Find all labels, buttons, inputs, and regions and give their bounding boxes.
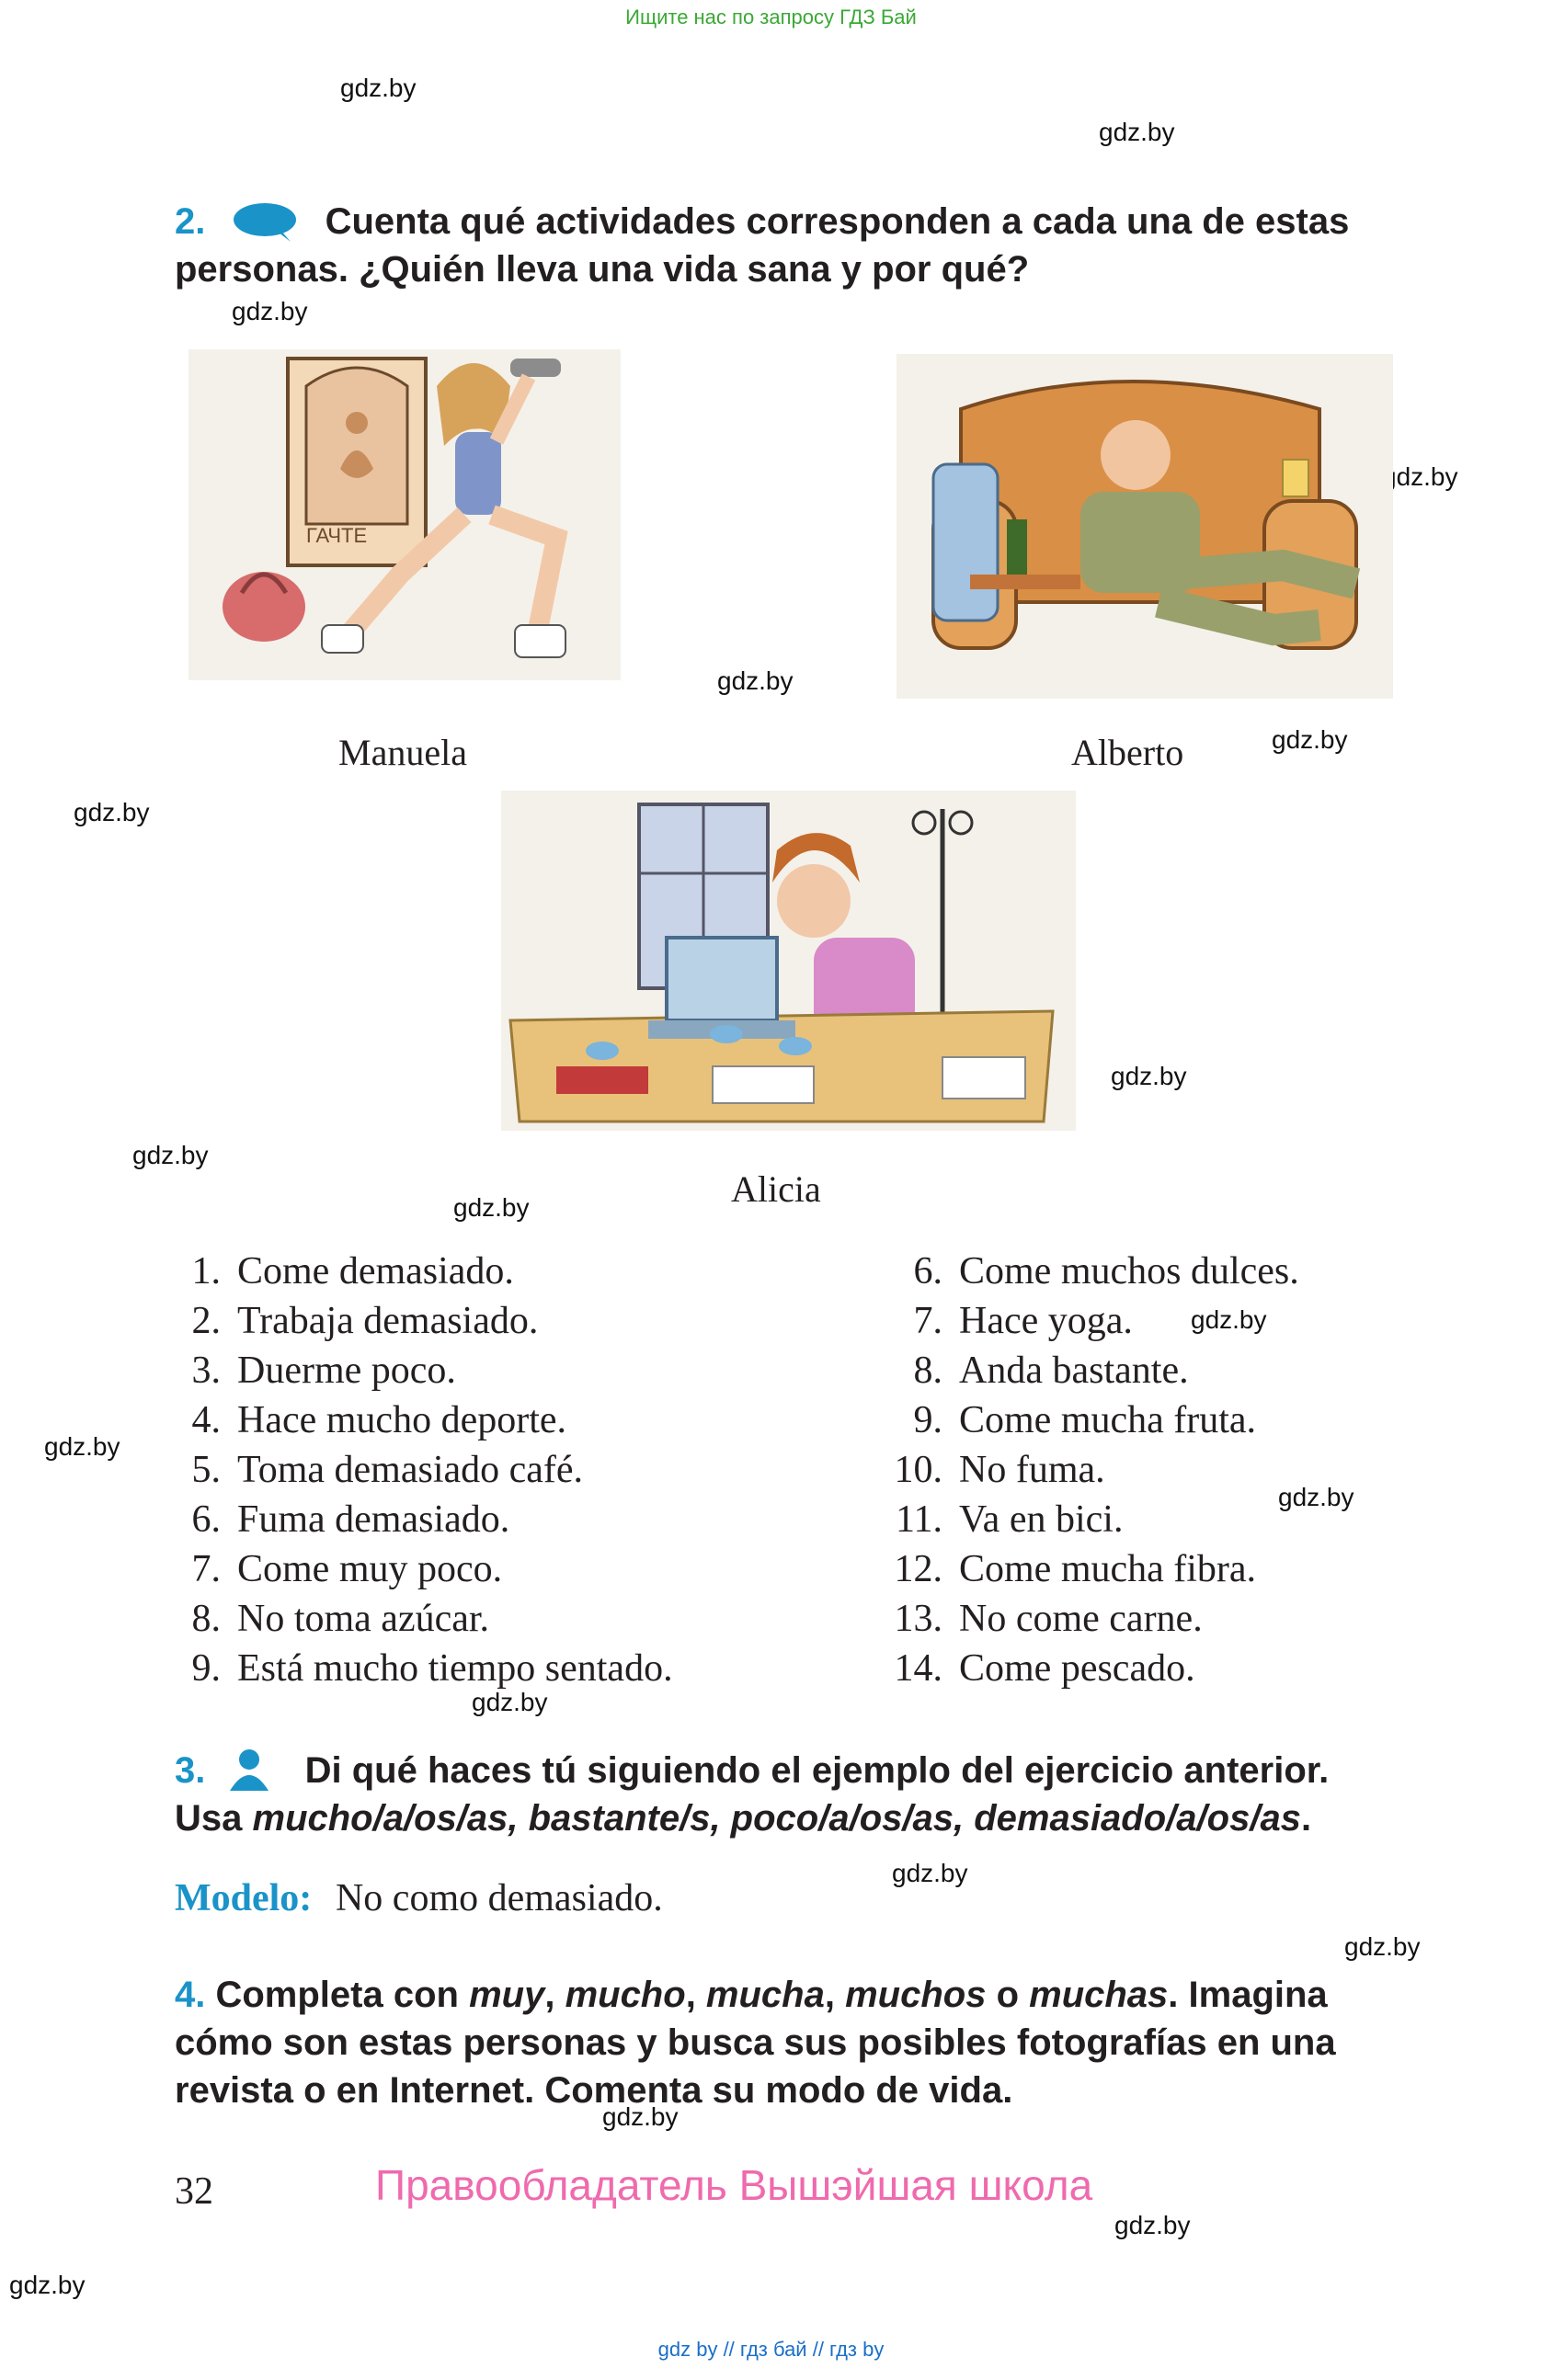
caption-alicia: Alicia bbox=[731, 1168, 821, 1210]
watermark: gdz.by bbox=[717, 666, 794, 695]
watermark: gdz.by bbox=[1272, 725, 1348, 754]
list-item: 6.Fuma demasiado. bbox=[191, 1498, 510, 1541]
task-instruction: Cuenta qué actividades corresponden a ca… bbox=[175, 201, 1350, 290]
speech-bubble-icon bbox=[232, 201, 297, 242]
list-item: 11.Va en bici. bbox=[896, 1498, 1124, 1541]
list-item: 8.Anda bastante. bbox=[913, 1349, 1189, 1392]
list-item: 9.Come mucha fruta. bbox=[913, 1399, 1257, 1441]
watermark: gdz.by bbox=[44, 1432, 120, 1461]
list-item: 8.No toma azúcar. bbox=[191, 1598, 490, 1640]
word-list: mucho/a/os/as, bastante/s, poco/a/os/as,… bbox=[252, 1798, 1301, 1839]
activities-list-left: 1.Come demasiado. 2.Trabaja demasiado. 3… bbox=[156, 1247, 673, 1693]
watermark: gdz.by bbox=[892, 1859, 968, 1887]
page-number: 32 bbox=[175, 2170, 213, 2213]
task-instruction: Di qué haces tú siguiendo el ejemplo del… bbox=[304, 1750, 1330, 1791]
list-item: 2.Trabaja demasiado. bbox=[191, 1300, 539, 1342]
watermark: gdz.by bbox=[132, 1141, 209, 1169]
activities-list-right: 6.Come muchos dulces. 7.Hace yoga. 8.And… bbox=[878, 1247, 1299, 1693]
list-item: 10.No fuma. bbox=[894, 1449, 1105, 1491]
list-item: 1.Come demasiado. bbox=[191, 1250, 514, 1292]
list-item: 4.Hace mucho deporte. bbox=[191, 1399, 567, 1441]
watermark: gdz.by bbox=[1382, 462, 1458, 491]
task-number: 4. bbox=[175, 1975, 206, 2015]
watermark: gdz.by bbox=[9, 2271, 86, 2299]
manuela-illustration: ГАЧТЕ bbox=[188, 331, 621, 694]
alicia-illustration bbox=[501, 791, 1076, 1131]
top-banner-link[interactable]: Ищите нас по запросу ГДЗ Бай bbox=[625, 6, 917, 28]
model-label: Modelo: bbox=[175, 1877, 313, 1919]
task-4: 4. Completa con muy, mucho, mucha, mucho… bbox=[175, 1975, 1336, 2111]
watermark: gdz.by bbox=[472, 1688, 548, 1716]
task-3: 3. Di qué haces tú siguiendo el ejemplo … bbox=[175, 1747, 1398, 1842]
caption-manuela: Manuela bbox=[338, 732, 467, 773]
copyright: Правообладатель Вышэйшая школа bbox=[375, 2161, 1093, 2209]
caption-alberto: Alberto bbox=[1071, 732, 1184, 773]
alberto-illustration bbox=[897, 354, 1393, 699]
watermark: gdz.by bbox=[1099, 118, 1175, 146]
watermark: gdz.by bbox=[602, 2102, 679, 2131]
person-icon bbox=[228, 1747, 270, 1791]
list-item: 5.Toma demasiado café. bbox=[191, 1449, 584, 1491]
footer-links[interactable]: gdz by // гдз бай // гдз by bbox=[657, 2338, 885, 2361]
list-item: 7.Come muy poco. bbox=[191, 1548, 503, 1590]
model-text: No como demasiado. bbox=[335, 1877, 663, 1919]
watermark: gdz.by bbox=[232, 297, 308, 325]
watermark: gdz.by bbox=[1111, 1062, 1187, 1090]
watermark: gdz.by bbox=[453, 1193, 530, 1222]
task-2: 2. Cuenta qué actividades corresponden a… bbox=[175, 198, 1398, 293]
model-example: Modelo: No como demasiado. bbox=[175, 1875, 663, 1920]
watermark: gdz.by bbox=[1191, 1305, 1267, 1334]
task-number: 3. bbox=[175, 1750, 206, 1791]
list-item: 9.Está mucho tiempo sentado. bbox=[191, 1647, 673, 1690]
list-item: 7.Hace yoga. bbox=[913, 1300, 1133, 1342]
watermark: gdz.by bbox=[340, 74, 417, 102]
list-item: 13.No come carne. bbox=[894, 1598, 1203, 1640]
list-item: 6.Come muchos dulces. bbox=[913, 1250, 1299, 1292]
list-item: 12.Come mucha fibra. bbox=[894, 1548, 1257, 1590]
task-number: 2. bbox=[175, 201, 206, 242]
list-item: 3.Duerme poco. bbox=[191, 1349, 456, 1392]
watermark: gdz.by bbox=[1114, 2211, 1191, 2239]
poster-text: ГАЧТЕ bbox=[306, 524, 367, 547]
watermark: gdz.by bbox=[74, 798, 150, 826]
watermark: gdz.by bbox=[1278, 1483, 1354, 1511]
watermark: gdz.by bbox=[1344, 1932, 1421, 1961]
list-item: 14.Come pescado. bbox=[894, 1647, 1195, 1690]
